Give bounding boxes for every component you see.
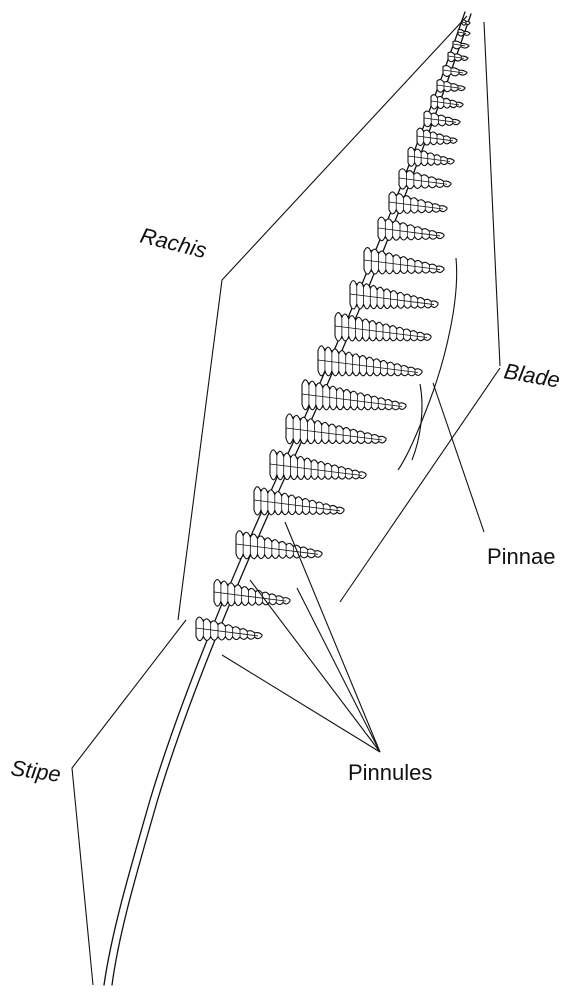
pinnules-label: Pinnules	[348, 760, 432, 785]
pinna	[364, 248, 444, 275]
blade-label: Blade	[502, 358, 562, 392]
pinna	[443, 66, 467, 77]
pinnules-leader-1	[285, 522, 380, 752]
blade-outline	[398, 258, 457, 470]
pinnae-label: Pinnae	[487, 544, 556, 569]
stipe-leader	[72, 620, 186, 985]
rachis-label: Rachis	[138, 223, 209, 264]
pinnae-group	[196, 20, 470, 641]
rachis-leader	[178, 16, 467, 620]
blade-outline-inner	[412, 384, 422, 460]
stipe-label: Stipe	[9, 755, 62, 787]
pinnules-leader-4	[222, 655, 380, 752]
pinnules-leader-2	[250, 580, 380, 752]
pinnae-leader	[433, 383, 484, 532]
pinnules-leader-3	[297, 588, 380, 752]
blade-leader-top	[484, 22, 500, 366]
